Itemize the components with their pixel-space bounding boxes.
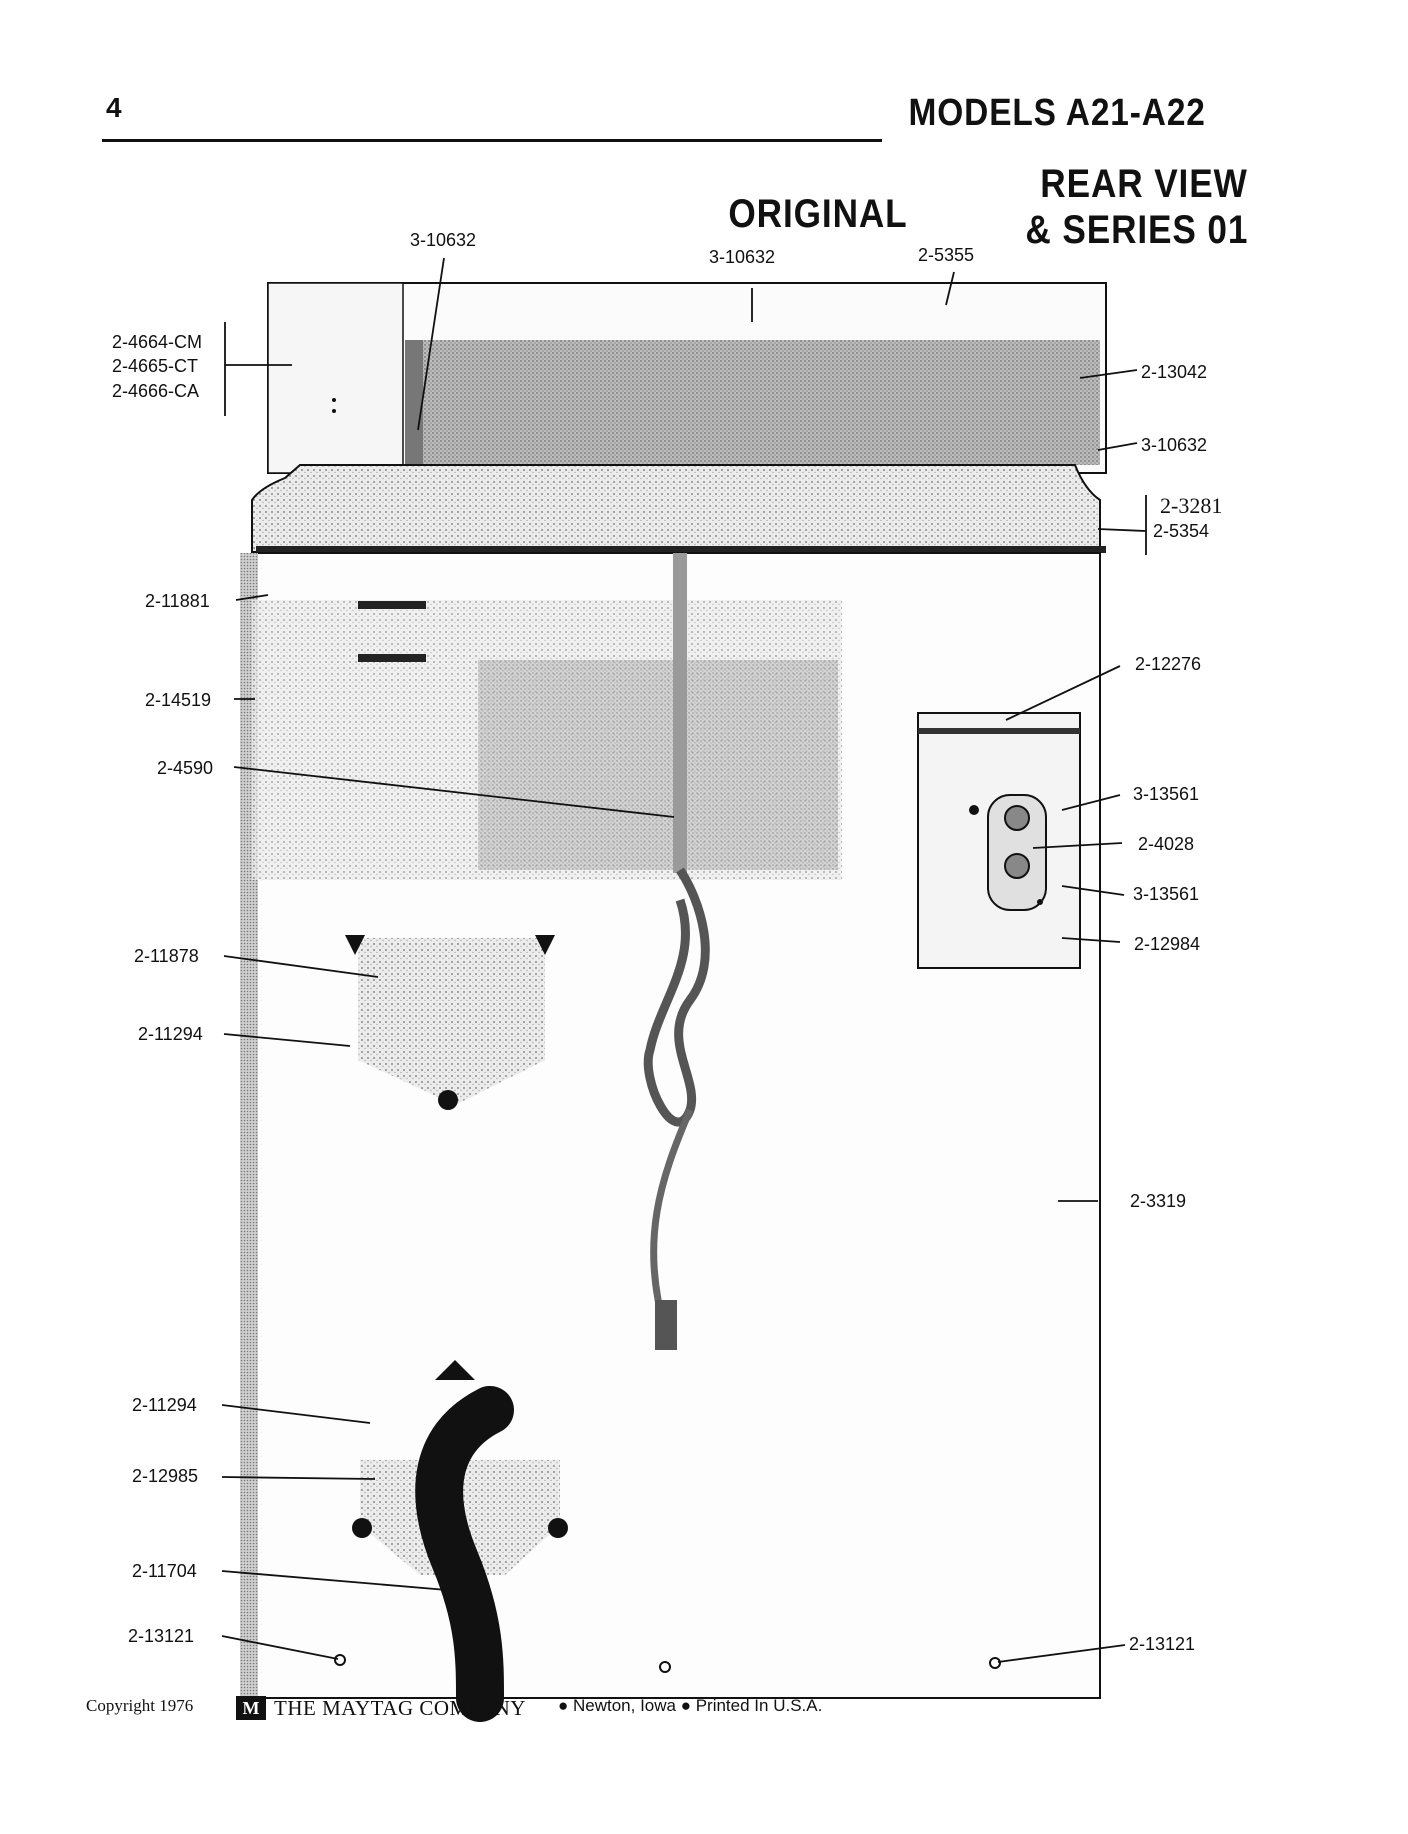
view-title-original: ORIGINAL [728,192,908,236]
callout-2-11878: 2-11878 [134,946,199,966]
copyright-text: Copyright 1976 [86,1696,194,1715]
view-title-rear: REAR VIEW [1040,162,1248,206]
print-location: ● Newton, Iowa ● Printed In U.S.A. [558,1696,823,1715]
callout-3-10632-top: 3-10632 [410,230,476,250]
callout-2-4590: 2-4590 [157,758,213,778]
callout-2-11294-upper: 2-11294 [138,1024,203,1044]
callout-2-5355: 2-5355 [918,245,974,265]
drain-hose [415,1386,514,1722]
screws [334,1654,1001,1673]
top-rail [251,464,1106,554]
page-number: 4 [106,92,122,123]
callout-2-4664-cm: 2-4664-CM [112,332,202,352]
header-rule [102,139,882,142]
callout-3-13561-upper: 3-13561 [1133,784,1199,804]
models-title: MODELS A21-A22 [908,92,1206,134]
callout-2-11704: 2-11704 [132,1561,197,1581]
power-cord [643,553,710,1350]
callout-2-5354: 2-5354 [1153,521,1209,541]
callout-2-13121-left: 2-13121 [128,1626,194,1646]
company-name: THE MAYTAG COMPANY [274,1696,526,1720]
access-cover-upper [345,935,555,1110]
callout-2-12985: 2-12985 [132,1466,198,1486]
callout-labels: 3-10632 3-10632 2-5355 2-4664-CM 2-4665-… [112,230,1222,1654]
callout-2-4028: 2-4028 [1138,834,1194,854]
terminal-block-cover [917,712,1081,969]
control-console [267,282,1107,474]
callout-2-11881: 2-11881 [145,591,210,611]
callout-3-13561-lower: 3-13561 [1133,884,1199,904]
callout-2-4666-ca: 2-4666-CA [112,381,199,401]
callout-2-12276: 2-12276 [1135,654,1201,674]
callout-2-14519: 2-14519 [145,690,211,710]
leader-lines [221,257,1147,1663]
view-title-series: & SERIES 01 [1025,208,1248,252]
callout-3-10632-console: 3-10632 [709,247,775,267]
callout-2-4665-ct: 2-4665-CT [112,356,198,376]
callout-2-3319: 2-3319 [1130,1191,1186,1211]
callout-2-3281: 2-3281 [1160,493,1222,518]
callout-2-13042: 2-13042 [1141,362,1207,382]
callout-2-12984: 2-12984 [1134,934,1200,954]
callout-2-11294-lower: 2-11294 [132,1395,197,1415]
maytag-logo: M [236,1696,266,1720]
callout-3-10632-right: 3-10632 [1141,435,1207,455]
callout-2-13121-right: 2-13121 [1129,1634,1195,1654]
